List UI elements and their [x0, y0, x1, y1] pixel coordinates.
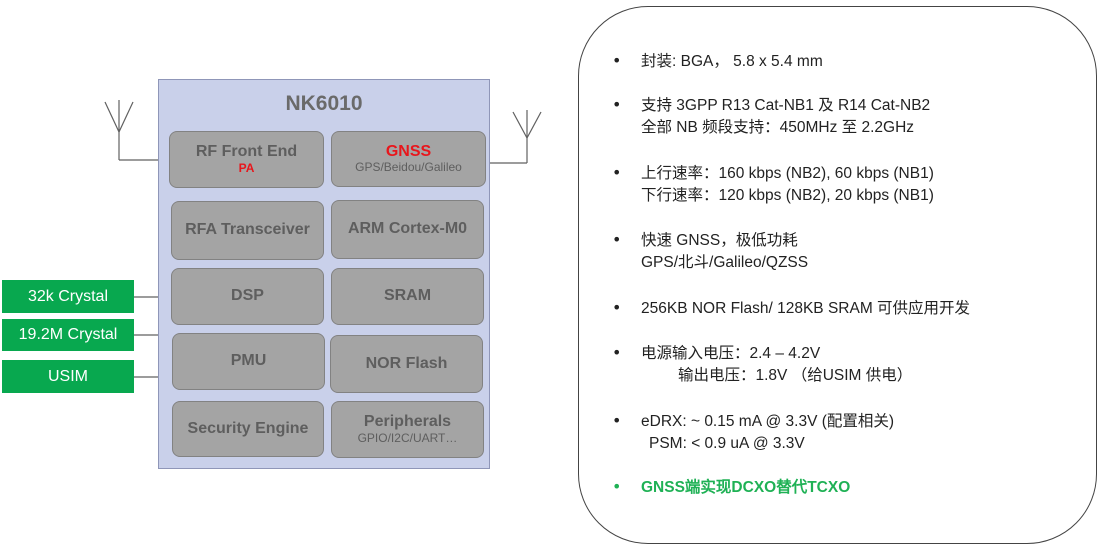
rfa-transceiver-block: RFA Transceiver — [171, 201, 324, 260]
nor-flash-block: NOR Flash — [330, 335, 483, 393]
bullet: • — [612, 163, 622, 182]
security-engine-block: Security Engine — [172, 401, 324, 457]
peripherals-block: Peripherals GPIO/I2C/UART… — [331, 401, 484, 458]
sram-block: SRAM — [331, 268, 484, 325]
features-panel — [578, 6, 1097, 544]
feature-3gpp: 支持 3GPP R13 Cat-NB1 及 R14 Cat-NB2 — [641, 97, 931, 114]
bullet: • — [612, 230, 622, 249]
peripherals-title: Peripherals — [363, 413, 452, 431]
gnss-sub: GPS/Beidou/Galileo — [355, 160, 462, 175]
dsp-block: DSP — [171, 268, 324, 325]
chip-title: NK6010 — [285, 92, 363, 115]
feature-bands: 全部 NB 频段支持：450MHz 至 2.2GHz — [641, 119, 915, 136]
gnss-title: GNSS — [385, 142, 432, 160]
security-engine-title: Security Engine — [187, 419, 309, 437]
bullet: • — [612, 51, 622, 70]
feature-gnss-systems: GPS/北斗/Galileo/QZSS — [641, 254, 809, 271]
pmu-title: PMU — [230, 352, 267, 370]
bullet: • — [612, 411, 622, 430]
gnss-block: GNSS GPS/Beidou/Galileo — [331, 131, 486, 187]
pmu-block: PMU — [172, 333, 325, 390]
dsp-title: DSP — [231, 287, 264, 305]
right-antenna-icon — [486, 110, 542, 164]
bullet: • — [612, 95, 622, 114]
bullet: • — [612, 298, 622, 317]
bullet: • — [612, 477, 622, 496]
feature-uplink: 上行速率：160 kbps (NB2), 60 kbps (NB1) — [641, 165, 934, 182]
crystal-19m-label: 19.2M Crystal — [2, 319, 134, 351]
usim-label: USIM — [2, 360, 134, 393]
feature-downlink: 下行速率：120 kbps (NB2), 20 kbps (NB1) — [641, 187, 934, 204]
nor-flash-title: NOR Flash — [365, 354, 448, 372]
rf-front-end-title: RF Front End — [195, 143, 298, 161]
feature-memory: 256KB NOR Flash/ 128KB SRAM 可供应用开发 — [641, 300, 971, 317]
rf-front-end-sub: PA — [238, 160, 255, 175]
rf-front-end-block: RF Front End PA — [169, 131, 324, 188]
feature-edrx: eDRX: ~ 0.15 mA @ 3.3V (配置相关) — [641, 413, 895, 430]
rfa-transceiver-title: RFA Transceiver — [185, 221, 310, 239]
feature-package: 封装: BGA， 5.8 x 5.4 mm — [641, 53, 823, 70]
peripherals-sub: GPIO/I2C/UART… — [357, 430, 458, 445]
sram-title: SRAM — [383, 287, 432, 305]
feature-output-voltage: 输出电压：1.8V （给USIM 供电） — [678, 367, 913, 384]
feature-gnss: 快速 GNSS，极低功耗 — [641, 232, 798, 249]
feature-input-voltage: 电源输入电压：2.4 – 4.2V — [641, 345, 821, 362]
crystal-32k-label: 32k Crystal — [2, 280, 134, 313]
feature-psm: PSM: < 0.9 uA @ 3.3V — [649, 435, 805, 452]
arm-cortex-block: ARM Cortex-M0 — [331, 200, 484, 259]
feature-dcxo: GNSS端实现DCXO替代TCXO — [641, 479, 851, 496]
arm-cortex-title: ARM Cortex-M0 — [347, 220, 468, 238]
bullet: • — [612, 343, 622, 362]
